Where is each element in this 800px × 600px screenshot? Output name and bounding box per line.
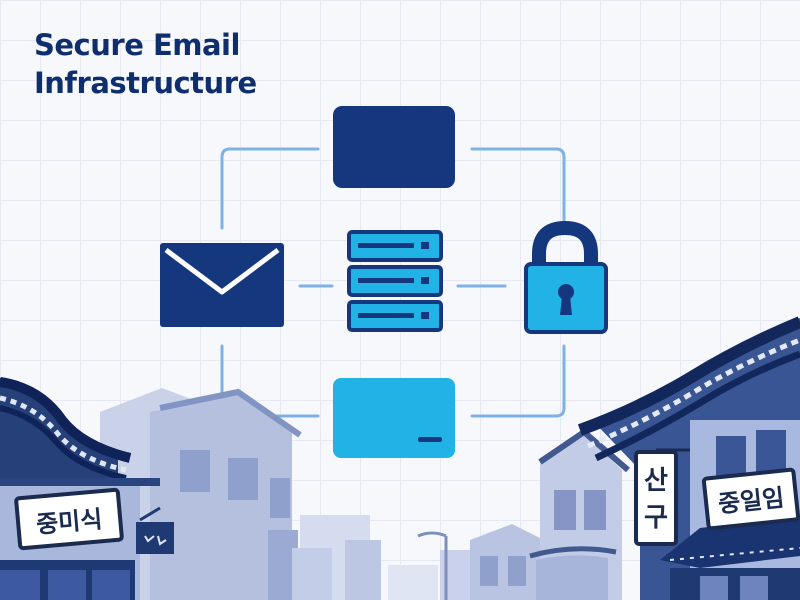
right-shop-sign: 중일임 (701, 467, 800, 531)
left-shop-sign-text: 중미식 (35, 505, 103, 539)
server-stack-icon (347, 230, 443, 332)
hanging-sign (136, 506, 174, 554)
connector-top-right (470, 147, 566, 230)
envelope-icon (160, 243, 284, 327)
page-title: Secure Email Infrastructure (34, 26, 257, 102)
right-vertical-sign: 산 구 (634, 448, 690, 546)
connector-top-left (220, 147, 320, 230)
window-icon (333, 106, 455, 188)
right-vertical-sign-top: 산 (644, 466, 668, 496)
card-icon (333, 378, 455, 458)
right-shop-sign-text: 중일임 (717, 484, 786, 519)
title-line-1: Secure Email (34, 28, 240, 62)
left-buildings (0, 377, 302, 600)
right-vertical-sign-bottom: 구 (644, 503, 668, 533)
connector-bottom-right (470, 344, 566, 418)
left-shop-sign: 중미식 (14, 487, 124, 551)
title-line-2: Infrastructure (34, 66, 257, 100)
padlock-icon (524, 220, 608, 334)
distant-buildings (292, 515, 480, 600)
